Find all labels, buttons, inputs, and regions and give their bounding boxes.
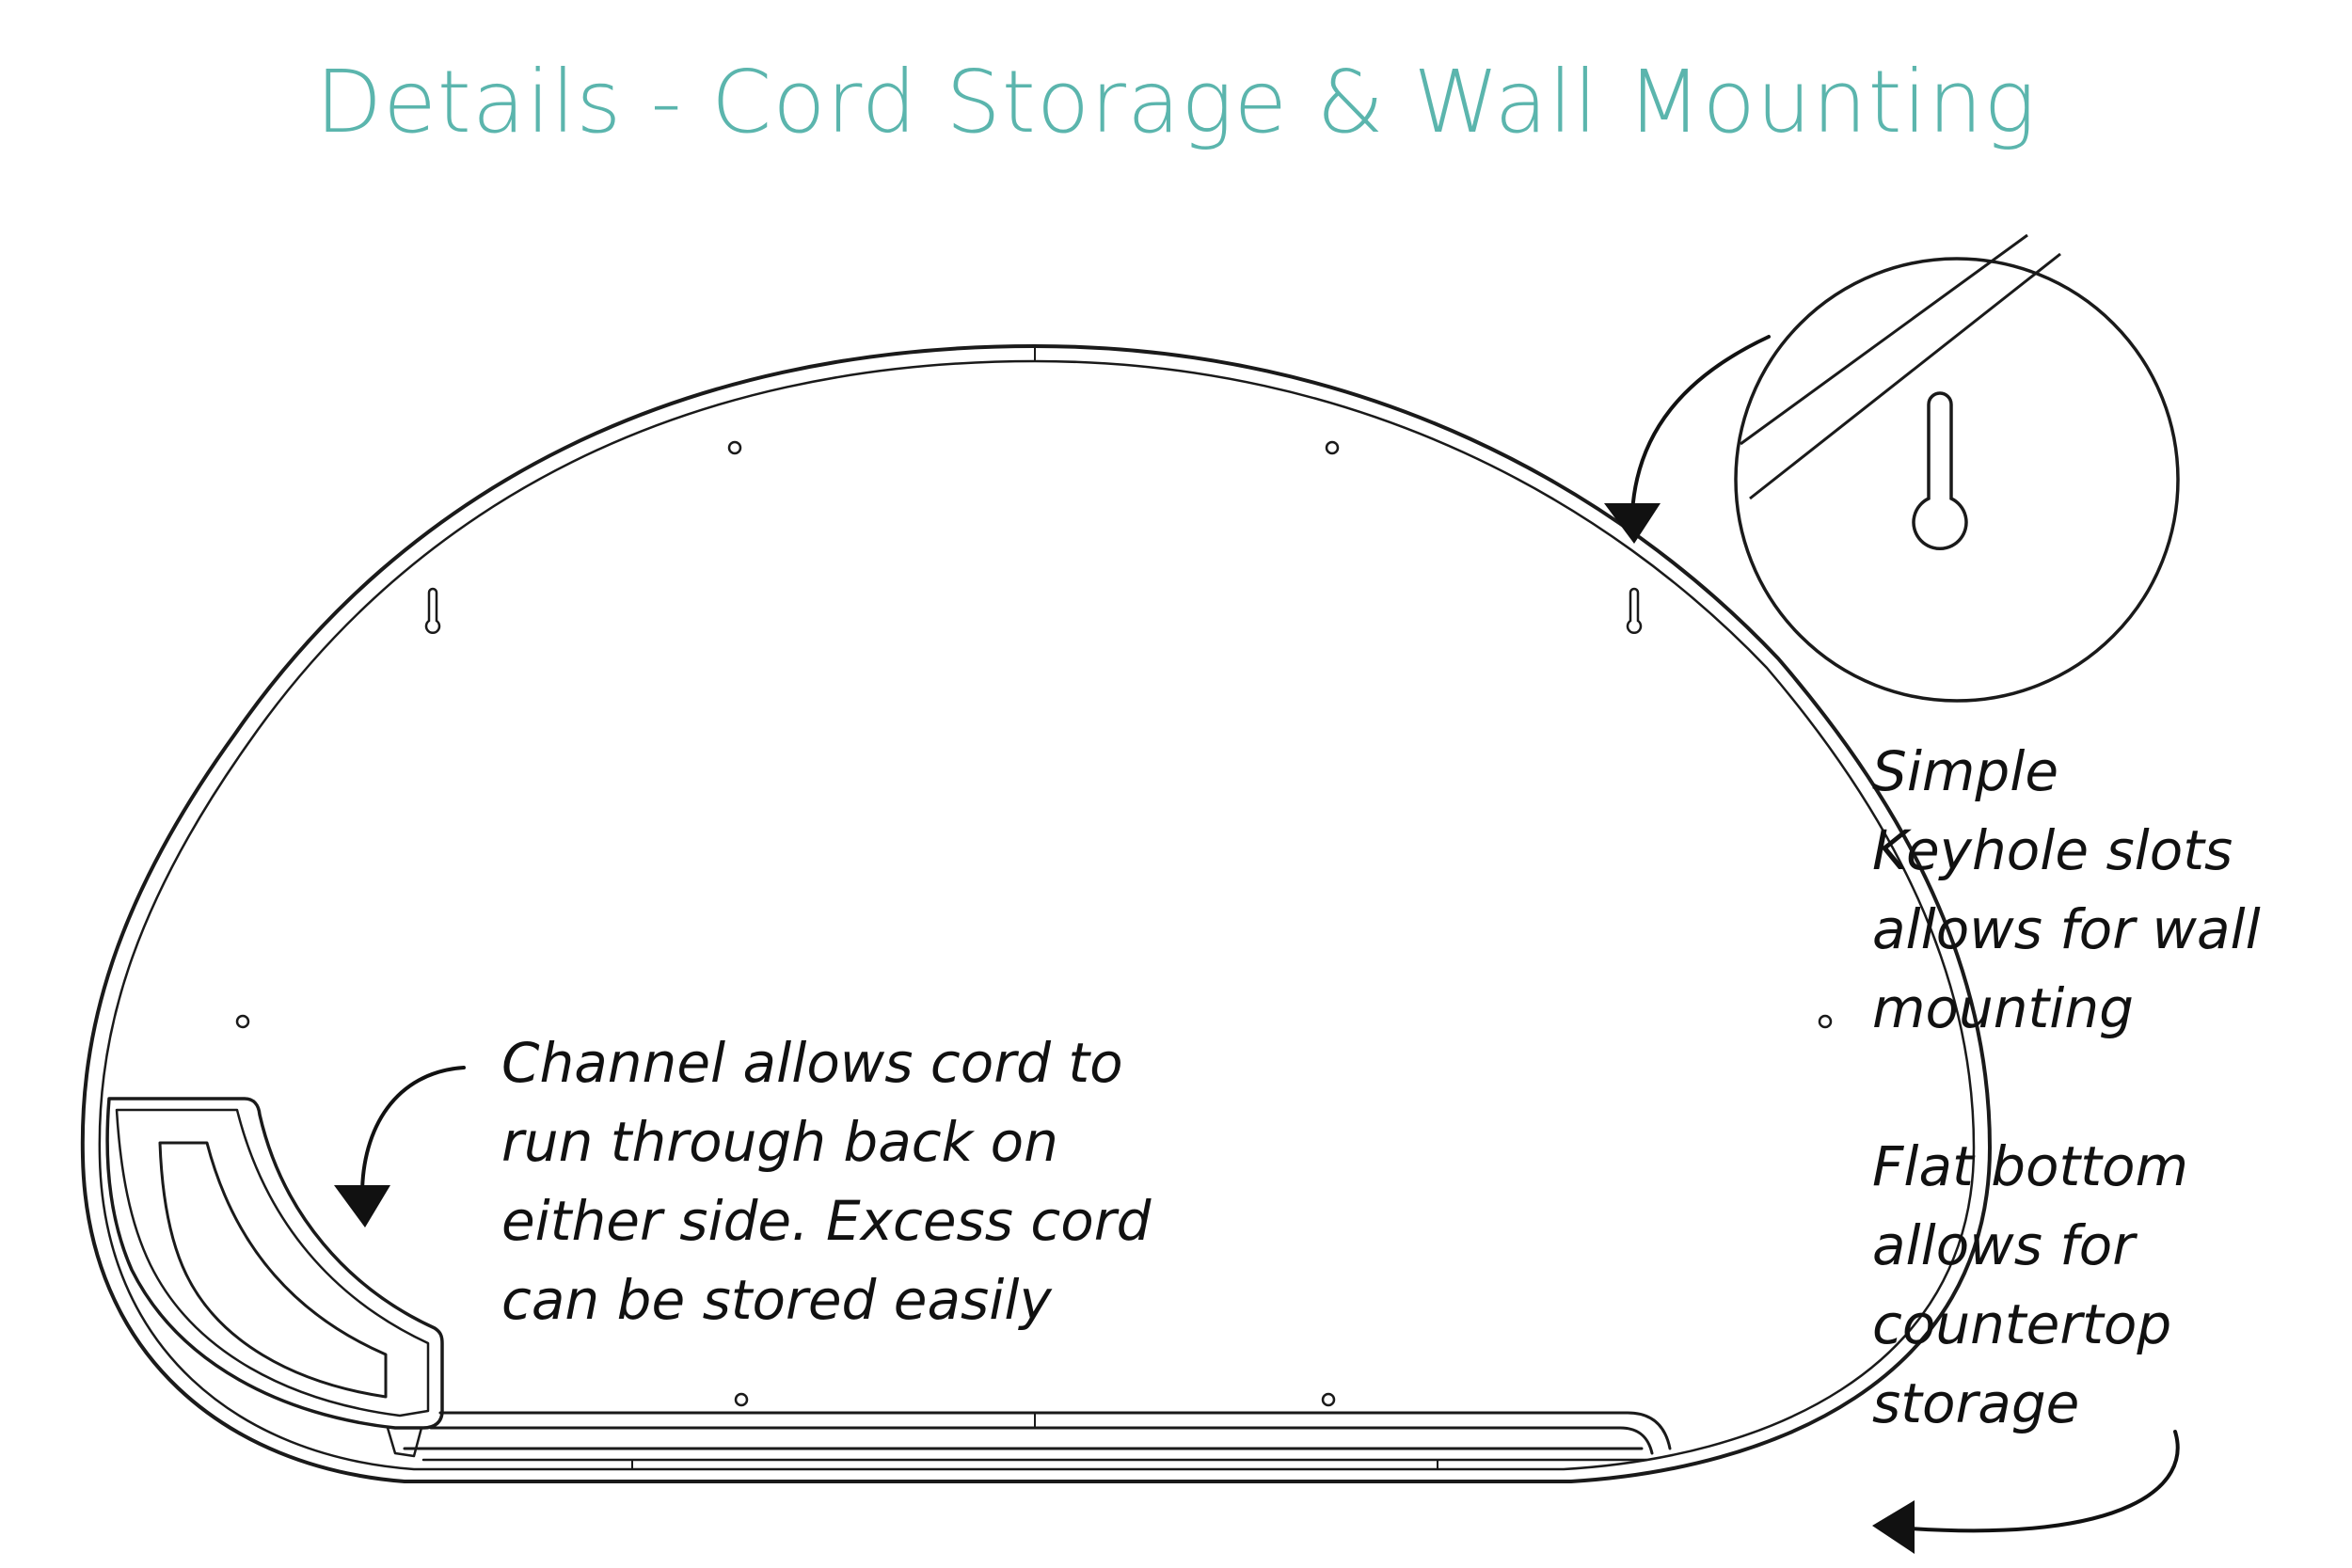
annotation-line: Flat bottom — [1872, 1134, 2188, 1198]
body-inner-rim — [98, 359, 1976, 1471]
annotation-cord-channel: Channel allows cord to run through back … — [501, 1023, 1151, 1339]
arrowhead — [1604, 503, 1661, 544]
cord-channel-outer — [105, 1097, 444, 1430]
keyhole-slot-icon — [1626, 587, 1643, 634]
detail-magnifier-circle — [1734, 233, 2180, 703]
annotation-line: run through back on — [501, 1110, 1058, 1174]
annotation-line: can be stored easily — [501, 1268, 1052, 1332]
screw-hole-icon — [734, 1392, 749, 1407]
curved-arrow-icon — [1630, 335, 1771, 515]
annotation-line: storage — [1872, 1371, 2080, 1435]
bottom-rail-upper — [438, 1411, 1672, 1450]
screw-hole-icon — [727, 440, 742, 455]
curved-arrow-icon — [360, 1066, 466, 1196]
annotation-line: Simple — [1872, 739, 2059, 803]
cord-channel-inner — [158, 1141, 388, 1399]
annotation-line: Keyhole slots — [1872, 818, 2233, 882]
arrowhead — [1872, 1500, 1915, 1554]
curved-arrow-icon — [1908, 1430, 2180, 1533]
cord-channel-tab — [386, 1426, 423, 1458]
arrowhead — [334, 1185, 390, 1227]
annotation-line: either side. Excess cord — [501, 1189, 1152, 1253]
annotation-line: mounting — [1872, 976, 2134, 1040]
bottom-rail-lower — [429, 1426, 1654, 1455]
screw-hole-icon — [1818, 1014, 1833, 1029]
annotation-line: allows for — [1872, 1213, 2136, 1277]
annotation-line: allows for wall — [1872, 897, 2261, 961]
keyhole-slot-icon — [424, 587, 441, 634]
cord-channel-bevel — [115, 1108, 430, 1418]
screw-hole-icon — [235, 1014, 250, 1029]
body-outer-outline — [80, 344, 1992, 1483]
annotation-line: countertop — [1872, 1292, 2172, 1356]
screw-hole-icon — [1321, 1392, 1336, 1407]
screw-hole-icon — [1325, 440, 1340, 455]
keyhole-slot-icon — [1912, 391, 1968, 550]
page-title: Details - Cord Storage & Wall Mounting — [315, 52, 2037, 152]
annotation-line: Channel allows cord to — [501, 1031, 1123, 1095]
annotation-keyhole-slots: Simple Keyhole slots allows for wall mou… — [1872, 732, 2261, 1048]
annotation-flat-bottom: Flat bottom allows for countertop storag… — [1872, 1127, 2188, 1443]
